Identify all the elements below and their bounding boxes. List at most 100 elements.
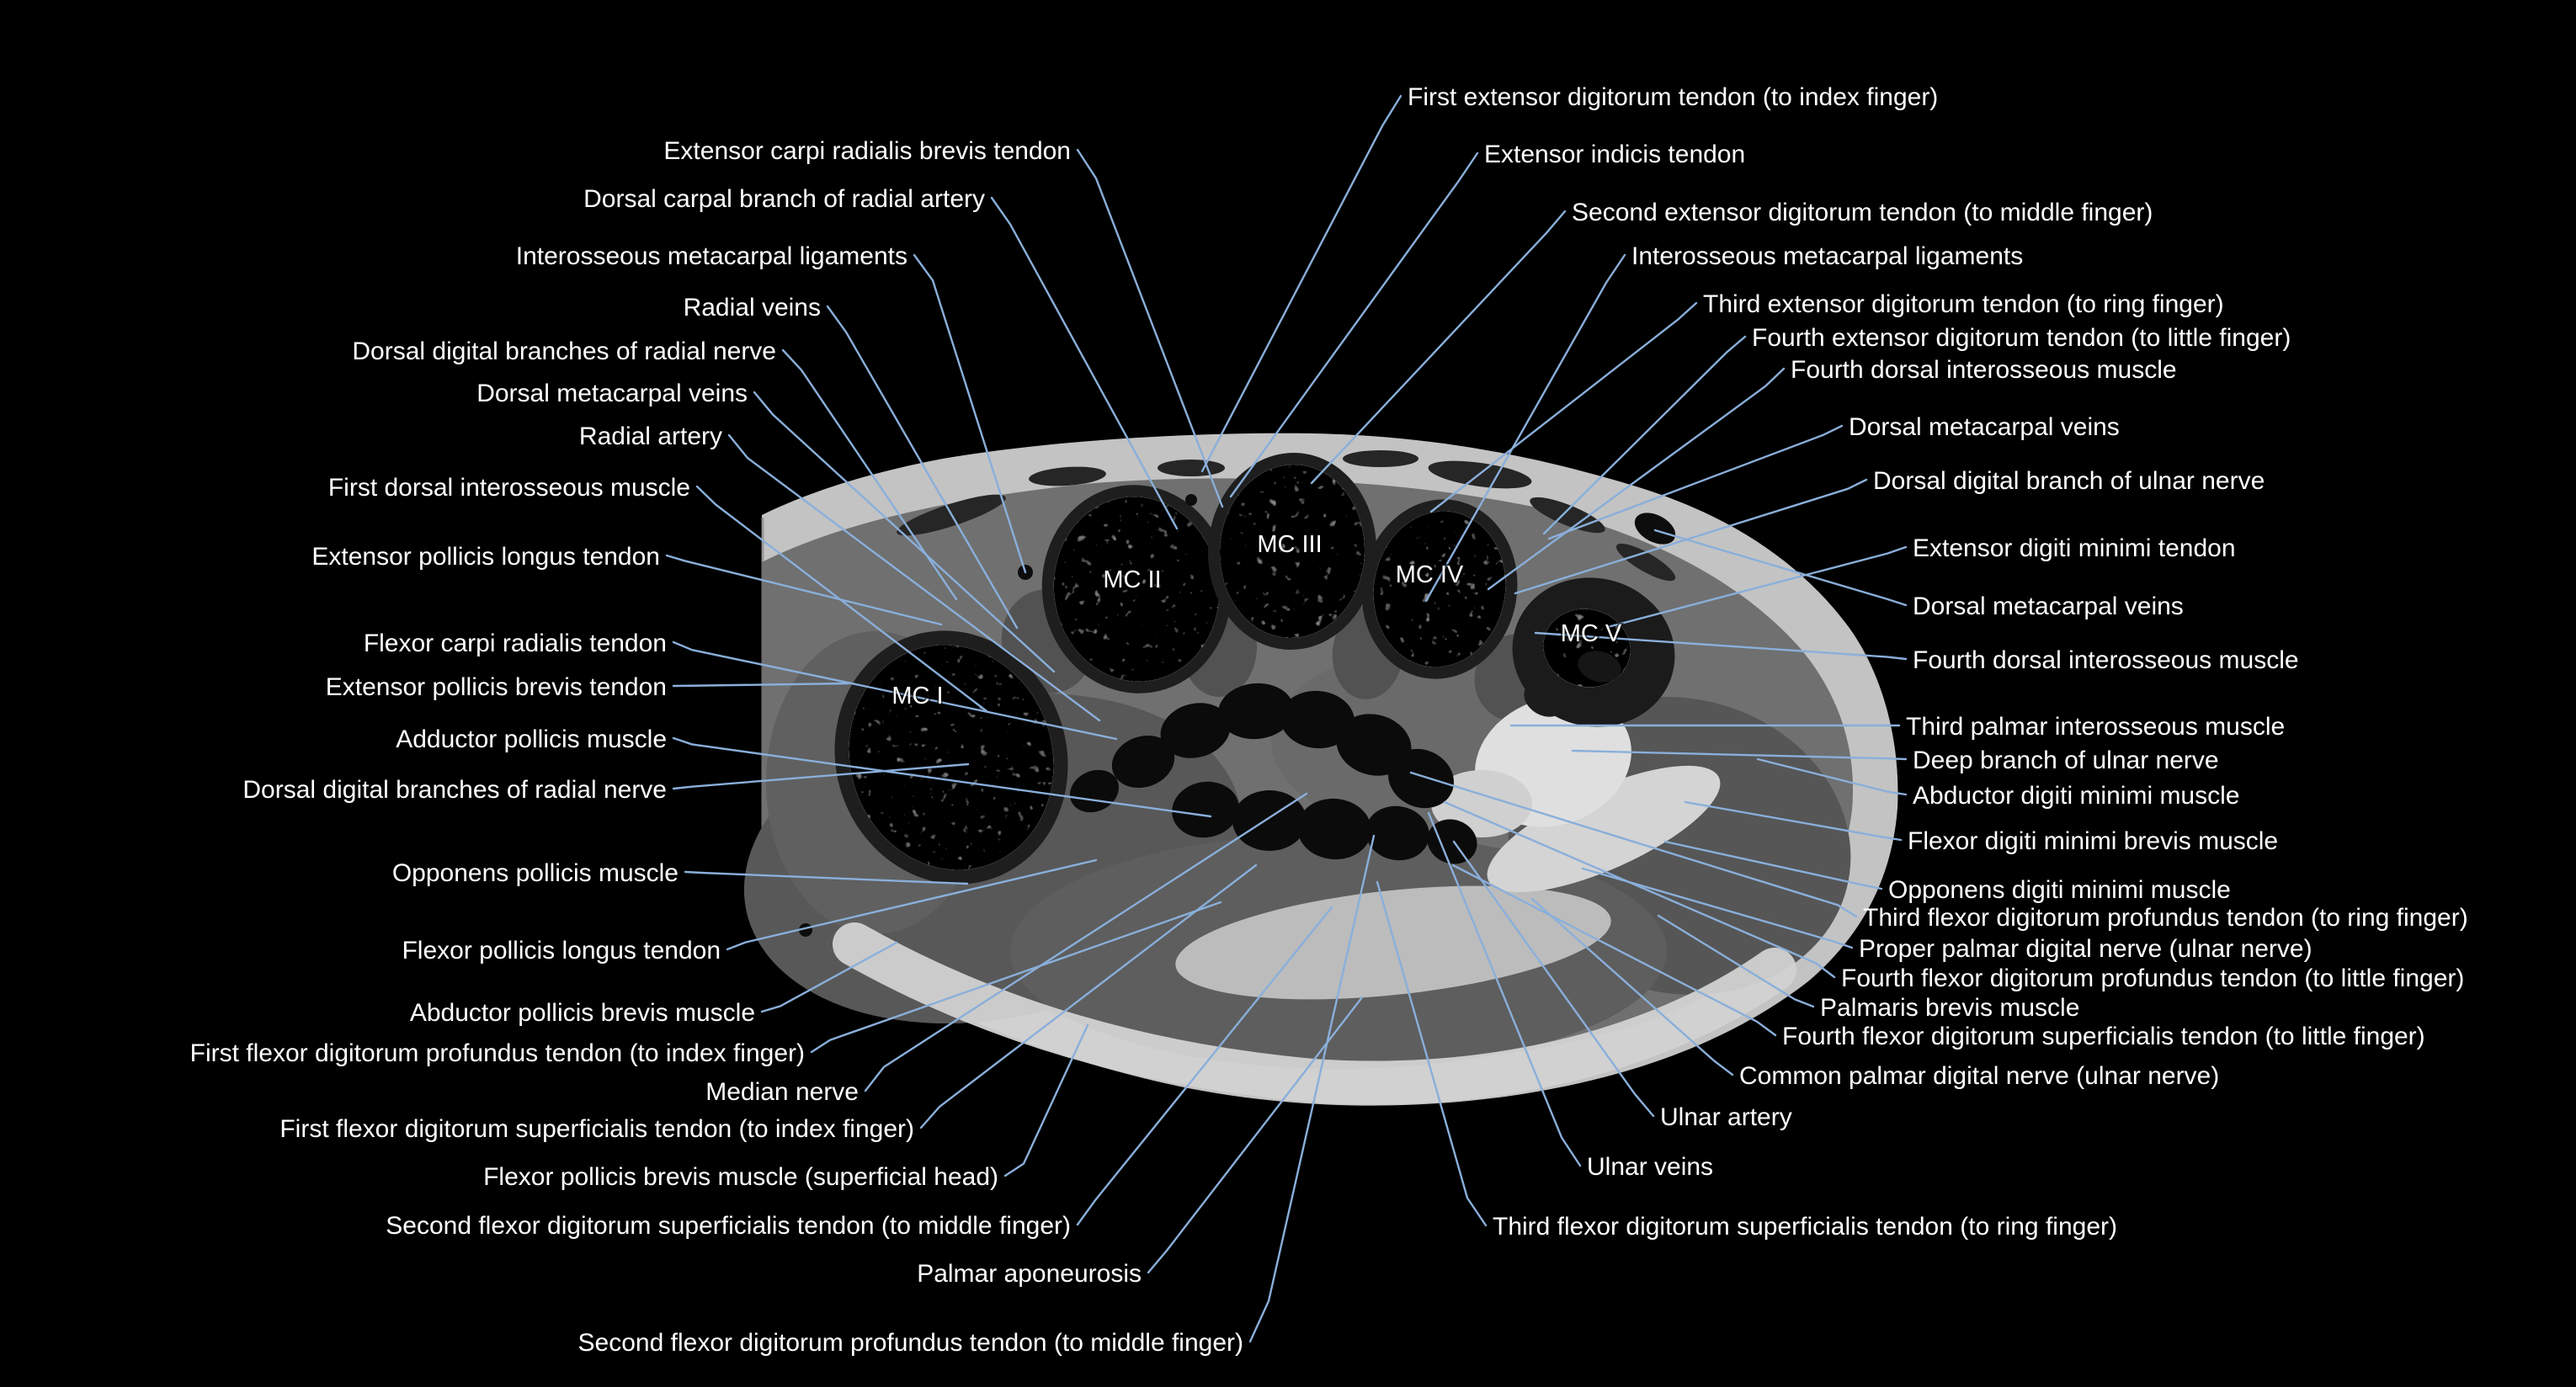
anatomy-label: Extensor pollicis brevis tendon [326, 673, 667, 701]
anatomy-label: Second flexor digitorum superficialis te… [386, 1212, 1071, 1240]
leader-line [1663, 840, 1883, 890]
bone-mc1 [834, 630, 1068, 885]
anatomy-label: Extensor pollicis longus tendon [311, 543, 660, 571]
leader-line [781, 348, 958, 601]
leader-line [1514, 478, 1868, 595]
anatomy-label: Abductor pollicis brevis muscle [410, 999, 755, 1027]
anatomy-label: Adductor pollicis muscle [396, 725, 667, 753]
leader-line [672, 640, 1118, 741]
anatomy-label: Flexor pollicis longus tendon [402, 937, 721, 965]
leader-lines [665, 94, 1908, 1343]
leader-line [727, 433, 1101, 722]
anatomy-label: Dorsal digital branches of radial nerve [352, 337, 776, 365]
leader-line [1547, 424, 1844, 540]
leader-line [1657, 914, 1815, 1008]
anatomy-label: Fourth flexor digitorum superficialis te… [1782, 1023, 2425, 1050]
anatomy-label: Median nerve [705, 1078, 859, 1106]
leader-line [1248, 834, 1376, 1343]
anatomy-label: Opponens digiti minimi muscle [1888, 876, 2231, 904]
anatomy-label: Fourth flexor digitorum profundus tendon… [1841, 965, 2464, 992]
anatomy-label: Dorsal digital branch of ulnar nerve [1873, 467, 2265, 495]
leader-line [1310, 210, 1567, 485]
anatomy-label: Dorsal metacarpal veins [1913, 593, 2184, 620]
palmar-fat-band [833, 922, 1796, 1105]
leader-line [1571, 749, 1908, 761]
leader-line [1581, 867, 1854, 949]
anatomy-label: Dorsal digital branches of radial nerve [242, 776, 667, 804]
anatomy-label: Radial artery [579, 422, 722, 450]
metacarpal-label: MC I [891, 683, 943, 709]
anatomy-label: Fourth dorsal interosseous muscle [1913, 646, 2299, 674]
leader-line [1147, 996, 1364, 1274]
leader-line [919, 864, 1258, 1129]
anatomy-labels: Extensor carpi radialis brevis tendonDor… [190, 83, 2468, 1357]
leader-line [1003, 1023, 1089, 1177]
leader-line [1076, 906, 1333, 1226]
leader-line [1756, 757, 1908, 796]
anatomy-label: Ulnar artery [1660, 1103, 1792, 1131]
mri-image [743, 433, 1898, 1106]
leader-line [665, 554, 943, 626]
anatomy-label: First flexor digitorum profundus tendon … [190, 1039, 805, 1067]
leader-line [913, 253, 1027, 574]
leader-line [1376, 880, 1488, 1227]
anatomy-label: Palmar aponeurosis [917, 1260, 1142, 1288]
anatomy-label: Extensor indicis tendon [1484, 141, 1745, 168]
leader-line [1542, 335, 1747, 535]
anatomy-label: Fourth dorsal interosseous muscle [1791, 356, 2177, 384]
anatomy-label: Dorsal carpal branch of radial artery [583, 185, 985, 213]
anatomy-label: Abductor digiti minimi muscle [1913, 782, 2239, 810]
anatomy-label: Dorsal metacarpal veins [476, 380, 748, 407]
leader-line [826, 305, 1019, 630]
anatomy-label: Third palmar interosseous muscle [1906, 713, 2285, 741]
anatomy-label: Extensor carpi radialis brevis tendon [663, 137, 1071, 165]
anatomy-label: Dorsal metacarpal veins [1849, 413, 2120, 441]
anatomy-label: Third extensor digitorum tendon (to ring… [1703, 290, 2224, 318]
anatomy-label: Radial veins [684, 294, 821, 322]
anatomy-label: Flexor digiti minimi brevis muscle [1908, 827, 2278, 855]
anatomy-label: Interosseous metacarpal ligaments [516, 242, 907, 270]
anatomy-label: Interosseous metacarpal ligaments [1631, 242, 2023, 270]
leader-line [1653, 529, 1908, 607]
leader-line [990, 196, 1179, 530]
metacarpal-bones [834, 453, 1675, 885]
anatomy-label: First extensor digitorum tendon (to inde… [1408, 83, 1938, 111]
anatomy-label: Palmaris brevis muscle [1820, 994, 2079, 1022]
anatomy-label: Second extensor digitorum tendon (to mid… [1572, 199, 2153, 226]
leader-line [726, 858, 1098, 951]
anatomy-label: First flexor digitorum superficialis ten… [279, 1115, 914, 1143]
leader-line [1487, 367, 1786, 591]
leader-line [1534, 631, 1908, 661]
leader-line [1606, 545, 1908, 629]
leader-line [672, 763, 970, 790]
leader-line [1424, 253, 1626, 603]
anatomy-label: Third flexor digitorum superficialis ten… [1493, 1213, 2117, 1241]
anatomy-label: Common palmar digital nerve (ulnar nerve… [1739, 1062, 2219, 1090]
anatomy-label: First dorsal interosseous muscle [328, 474, 690, 502]
metacarpal-label: MC V [1561, 620, 1622, 647]
leader-line [1429, 301, 1698, 513]
leader-line [753, 391, 1056, 673]
anatomy-label: Extensor digiti minimi tendon [1913, 534, 2236, 562]
metacarpal-label: MC III [1257, 531, 1322, 558]
anatomy-label: Flexor carpi radialis tendon [364, 630, 667, 657]
anatomy-label: Proper palmar digital nerve (ulnar nerve… [1859, 935, 2313, 963]
anatomy-label: Deep branch of ulnar nerve [1913, 747, 2219, 774]
flexor-tendon-cluster [1069, 680, 1566, 864]
anatomy-label: Fourth extensor digitorum tendon (to lit… [1752, 324, 2291, 352]
leader-line [1530, 897, 1734, 1076]
leader-line [1452, 840, 1655, 1118]
leader-line [672, 736, 1212, 818]
leader-line [684, 870, 969, 885]
leader-line [1229, 151, 1479, 498]
leader-line [864, 792, 1308, 1092]
leader-line [1409, 771, 1858, 918]
vessel-dots [799, 494, 1676, 937]
anatomy-label: Opponens pollicis muscle [392, 859, 679, 887]
palmar-fascia-bands [1175, 696, 1721, 1000]
leader-line [695, 485, 988, 713]
anatomy-label: Flexor pollicis brevis muscle (superfici… [483, 1163, 998, 1191]
leader-line [1684, 800, 1903, 842]
